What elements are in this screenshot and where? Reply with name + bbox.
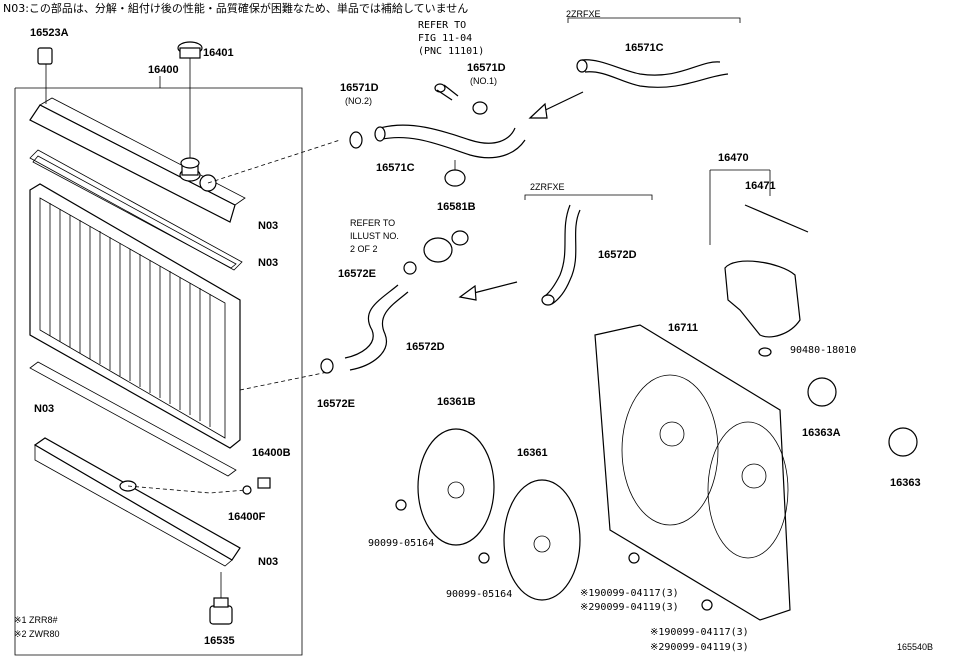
- label-16572D-lower: 16572D: [406, 341, 445, 353]
- label-16523A: 16523A: [30, 27, 69, 39]
- radiator-group-frame: [14, 87, 303, 656]
- label-16401: 16401: [203, 47, 234, 59]
- label-90480-18010: 90480-18010: [790, 345, 857, 356]
- label-16571C: 16571C: [376, 162, 415, 174]
- label-16572E-upper: 16572E: [338, 268, 376, 280]
- label-16571D-no1: 16571D: [467, 62, 506, 74]
- label-16572D-upper: 16572D: [598, 249, 637, 261]
- refer-illust-line3: 2 OF 2: [350, 244, 378, 254]
- refer-fig-line3: (PNC 11101): [418, 46, 485, 57]
- refer-fig-line1: REFER TO: [418, 20, 467, 31]
- label-16400B: 16400B: [252, 447, 291, 459]
- label-no1: (NO.1): [470, 76, 497, 86]
- label-N03-a: N03: [258, 220, 279, 232]
- refer-illust-line2: ILLUST NO.: [350, 231, 399, 241]
- engine-code-upper: 2ZRFXE: [566, 9, 601, 19]
- label-16400: 16400: [148, 64, 179, 76]
- footnote-1: ※1 ZRR8#: [14, 615, 58, 625]
- seal-lower: [29, 361, 237, 477]
- label-16361: 16361: [517, 447, 548, 459]
- label-90099-05164-a: 90099-05164: [368, 538, 435, 549]
- radiator-core: [29, 183, 241, 449]
- label-N03-b: N03: [258, 257, 279, 269]
- label-16571C-top: 16571C: [625, 42, 664, 54]
- label-16363: 16363: [890, 477, 921, 489]
- label-16581B: 16581B: [437, 201, 476, 213]
- fan-shroud: [594, 324, 791, 621]
- label-90099-05164-b: 90099-05164: [446, 589, 513, 600]
- header-note: N03:この部品は、分解・組付け後の性能・品質確保が困難なため、単品では補給して…: [3, 2, 469, 15]
- label-bolt-b2: ※290099-04119(3): [650, 642, 749, 653]
- label-no2: (NO.2): [345, 96, 372, 106]
- radiator-lower-tank: [33, 437, 241, 561]
- seal-upper: [29, 149, 243, 271]
- core-fins: [49, 203, 211, 427]
- label-16400F: 16400F: [228, 511, 266, 523]
- label-bolt-a1: ※190099-04117(3): [580, 588, 679, 599]
- refer-illust-line1: REFER TO: [350, 218, 396, 228]
- label-16470: 16470: [718, 152, 749, 164]
- refer-fig-line2: FIG 11-04: [418, 33, 473, 44]
- label-bolt-b1: ※190099-04117(3): [650, 627, 749, 638]
- label-bolt-a2: ※290099-04119(3): [580, 602, 679, 613]
- label-16711: 16711: [668, 322, 698, 334]
- label-16471: 16471: [745, 180, 776, 192]
- fan-16361B: [417, 428, 495, 546]
- engine-code-lower: 2ZRFXE: [530, 182, 565, 192]
- label-N03-c: N03: [34, 403, 55, 415]
- label-16571D-no2: 16571D: [340, 82, 379, 94]
- footnote-2: ※2 ZWR80: [14, 629, 60, 639]
- label-16363A: 16363A: [802, 427, 841, 439]
- label-16361B: 16361B: [437, 396, 476, 408]
- label-16572E-lower: 16572E: [317, 398, 355, 410]
- label-N03-d: N03: [258, 556, 279, 568]
- diagram-id: 165540B: [897, 642, 934, 652]
- label-16535: 16535: [204, 635, 235, 647]
- fan-16361: [503, 479, 581, 601]
